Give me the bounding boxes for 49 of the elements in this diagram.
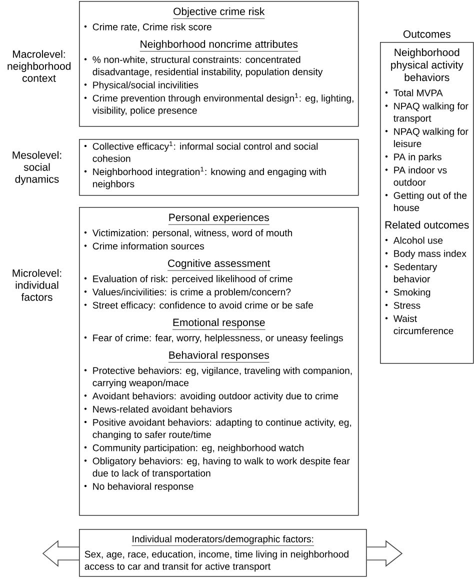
bullet-item: PA indoor vs outdoor xyxy=(385,166,447,186)
section-heading: Cognitive assessment xyxy=(167,259,270,271)
bullet-item: Positive avoidant behaviors: adapting to continue activity, eg, changing to safer route/time xyxy=(84,418,352,440)
bullet-item: Physical/social incivilities xyxy=(84,81,198,90)
bullet-item: NPAQ walking for transport xyxy=(385,102,468,124)
bullet-item: Collective efficacy$^{1}$: informal social control and social cohesion xyxy=(84,141,318,162)
text-box xyxy=(79,1,359,127)
bullet-item: Obligatory behaviors: eg, having to walk to work despite fear due to lack of transportation xyxy=(84,457,350,478)
bullet-item: No behavioral response xyxy=(84,482,194,492)
section-heading: Related outcomes xyxy=(385,220,469,229)
text-box xyxy=(380,30,474,364)
bullet-item: % non-white, structural constraints: concentrated disadvantage, residential instability, population density xyxy=(84,56,323,78)
level-label: Microlevel: individual factors xyxy=(12,269,62,301)
body-text: Sex, age, race, education, income, time living in neighborhood access to car and transit for active transport xyxy=(84,550,348,572)
section-heading: Neighborhood physical activity behaviors xyxy=(391,48,464,82)
bullet-item: Neighborhood integration$^{1}$: knowing and engaging with neighbors xyxy=(84,166,326,190)
section-heading: Objective crime risk xyxy=(172,7,265,19)
section-heading: Personal experiences xyxy=(168,213,270,225)
bullet-item: Crime information sources xyxy=(84,242,204,250)
section-heading: Neighborhood noncrime attributes xyxy=(140,40,298,52)
bullet-item: Community participation: eg, neighborhood watch xyxy=(84,444,304,454)
bullet-item: Avoidant behaviors: avoiding outdoor activity due to crime xyxy=(84,392,338,402)
bullet-item: Protective behaviors: eg, vigilance, traveling with companion, carrying weapon/mace xyxy=(84,366,352,388)
bullet-item: Waist circumference xyxy=(385,314,454,334)
bullet-item: Victimization: personal, witness, word of mouth xyxy=(84,229,292,238)
bullet-item: News-related avoidant behaviors xyxy=(84,406,232,413)
section-heading: Emotional response xyxy=(172,318,266,330)
section-heading: Behavioral responses xyxy=(168,351,270,362)
text-box xyxy=(79,207,359,516)
level-label: Mesolevel: social dynamics xyxy=(12,151,62,185)
bullet-item: Street efficacy: confidence to avoid crime or be safe xyxy=(84,302,314,310)
bullet-item: Getting out of the house xyxy=(385,192,467,212)
text-box xyxy=(79,139,359,196)
bullet-item: Fear of crime: fear, worry, helplessness, or uneasy feelings xyxy=(84,334,343,344)
bullet-item: Values/incivilities: is crime a problem/concern? xyxy=(84,288,291,298)
bullet-item: Alcohol use xyxy=(385,236,443,244)
bullet-item: Crime prevention through environmental design$^{1}$: eg, lighting, visibility, police presence xyxy=(84,93,354,116)
bullet-item: PA in parks xyxy=(385,153,442,162)
section-heading: Individual moderators/demographic factors: xyxy=(132,535,314,546)
bullet-item: NPAQ walking for leisure xyxy=(385,128,468,148)
bullet-item: Body mass index xyxy=(385,250,466,259)
bullet-item: Total MVPA xyxy=(385,89,443,96)
column-heading: Outcomes xyxy=(403,30,450,38)
bullet-item: Crime rate, Crime risk score xyxy=(84,23,212,32)
bullet-item: Smoking xyxy=(385,288,430,298)
bullet-item: Sedentary behavior xyxy=(385,263,438,282)
text-box xyxy=(79,529,367,577)
bullet-item: Stress xyxy=(385,302,420,309)
bullet-item: Evaluation of risk: perceived likelihood of crime xyxy=(84,275,292,284)
